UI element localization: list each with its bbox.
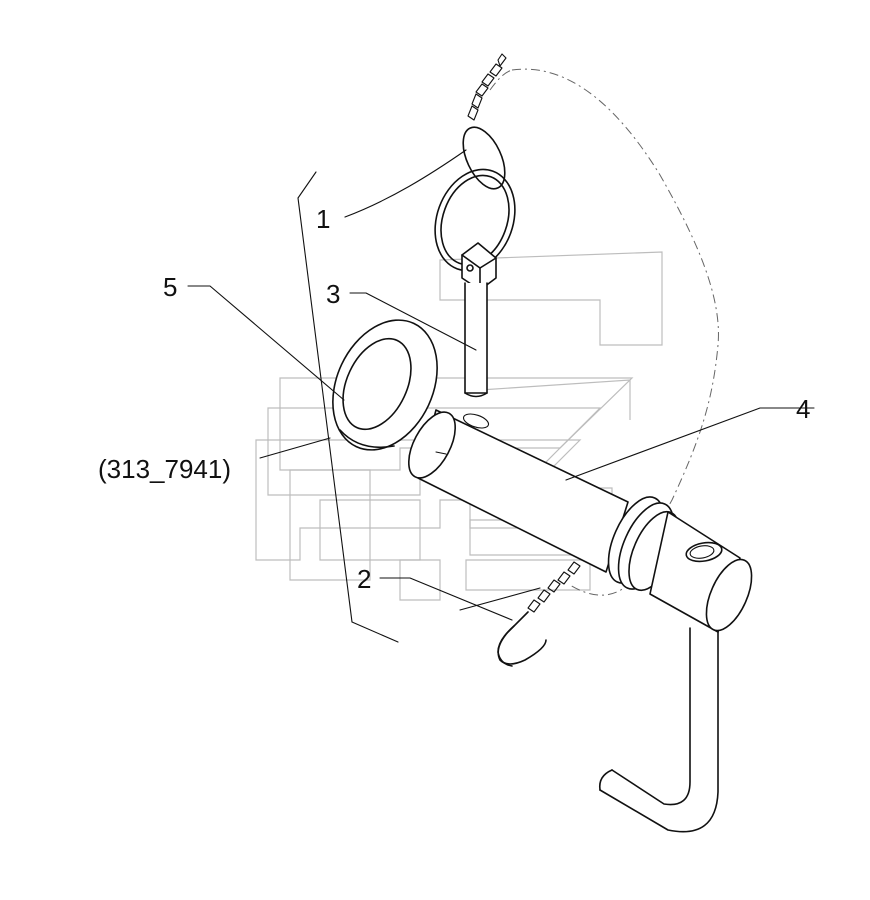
washer — [332, 319, 438, 451]
callout-2: 2 — [357, 564, 371, 594]
callout-ref: (313_7941) — [98, 454, 231, 484]
main-pin — [408, 409, 753, 633]
chain-and-rings — [434, 53, 516, 272]
spring-clip — [497, 561, 581, 667]
callout-4: 4 — [796, 394, 810, 424]
callout-1: 1 — [316, 204, 330, 234]
handle-rod — [598, 627, 719, 833]
mounting-plate — [297, 171, 399, 643]
lynch-pin — [461, 242, 497, 398]
callout-5: 5 — [163, 272, 177, 302]
phantom-line-upper — [489, 69, 513, 91]
leader-lines — [187, 149, 815, 621]
callout-3: 3 — [326, 279, 340, 309]
